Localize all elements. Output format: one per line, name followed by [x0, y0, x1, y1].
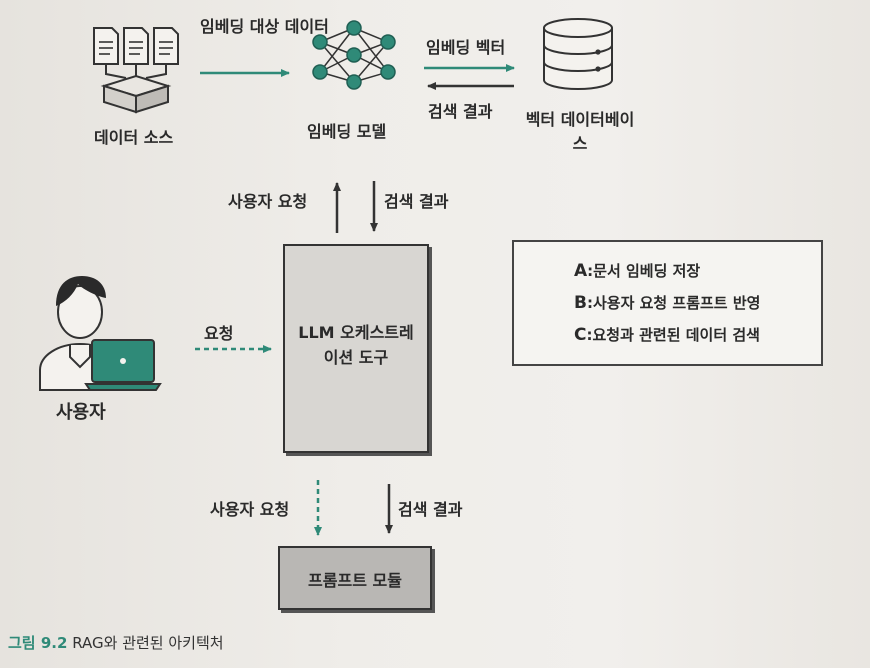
- legend-item-c: C:요청과 관련된 데이터 검색: [574, 324, 760, 345]
- request-label: 요청: [204, 324, 234, 343]
- legend-key-c: C: [574, 325, 587, 345]
- search-result-mid-label: 검색 결과: [384, 192, 449, 211]
- legend: A:문서 임베딩 저장 B:사용자 요청 프롬프트 반영 C:요청과 관련된 데…: [512, 240, 823, 366]
- embed-target-label: 임베딩 대상 데이터: [200, 17, 329, 36]
- user-request-bottom-label: 사용자 요청: [210, 500, 290, 519]
- prompt-module-box: 프롬프트 모듈: [278, 546, 432, 610]
- prompt-module-label: 프롬프트 모듈: [308, 571, 402, 590]
- legend-text-a: :문서 임베딩 저장: [587, 262, 701, 280]
- laptop-icon: [84, 339, 162, 391]
- search-result-top-label: 검색 결과: [428, 102, 493, 121]
- figure-title: RAG와 관련된 아키텍처: [72, 634, 224, 652]
- figure-caption: 그림 9.2 RAG와 관련된 아키텍처: [8, 632, 224, 653]
- legend-text-c: :요청과 관련된 데이터 검색: [586, 326, 760, 344]
- legend-key-a: A: [574, 261, 588, 281]
- llm-tool-label: LLM 오케스트레이션 도구: [298, 323, 414, 367]
- legend-item-b: B:사용자 요청 프롬프트 반영: [574, 292, 760, 313]
- neural-network-icon: [312, 20, 396, 90]
- llm-orchestration-box: LLM 오케스트레이션 도구: [283, 244, 429, 453]
- data-source-label: 데이터 소스: [94, 128, 174, 147]
- data-source-tray-icon: [100, 74, 172, 114]
- legend-item-a: A:문서 임베딩 저장: [574, 260, 700, 281]
- user-request-mid-label: 사용자 요청: [228, 192, 308, 211]
- vector-db-label: 벡터 데이터베이스: [525, 110, 635, 153]
- legend-key-b: B: [574, 293, 587, 313]
- legend-text-b: :사용자 요청 프롬프트 반영: [586, 294, 761, 312]
- user-label: 사용자: [56, 402, 106, 423]
- figure-number: 그림 9.2: [8, 634, 68, 652]
- embed-model-label: 임베딩 모델: [307, 122, 387, 141]
- embed-vector-label: 임베딩 벡터: [426, 38, 506, 57]
- vector-database-icon: [543, 18, 613, 90]
- search-result-bottom-label: 검색 결과: [398, 500, 463, 519]
- documents-icon: [93, 27, 179, 80]
